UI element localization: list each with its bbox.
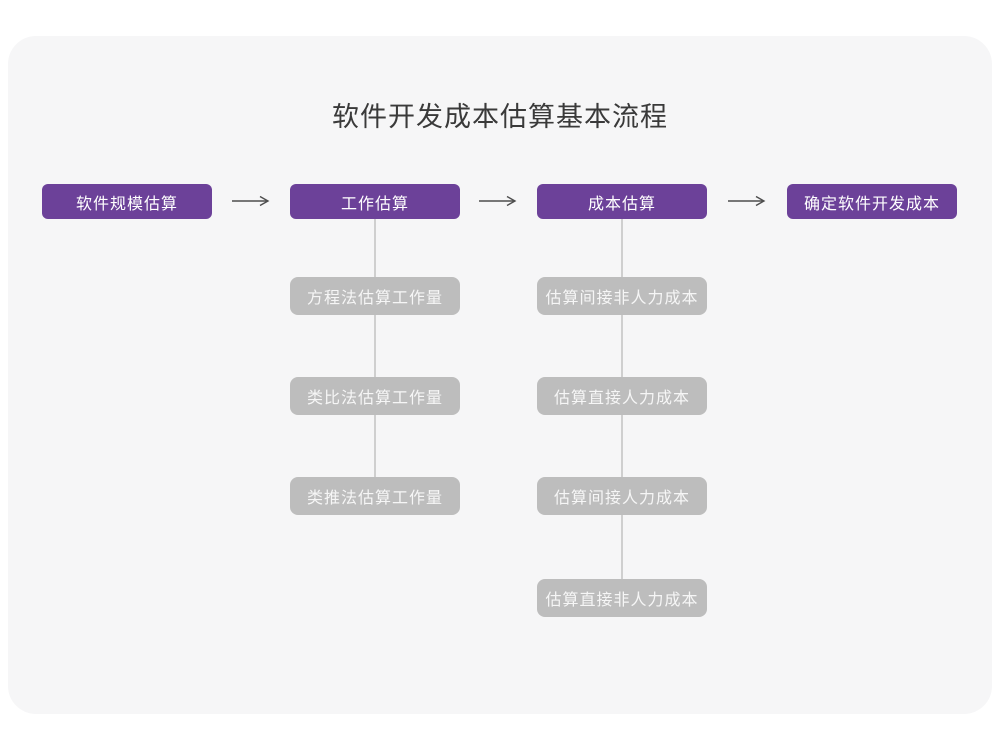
sub-node-indirect-nonlabor-cost: 估算间接非人力成本: [537, 277, 707, 315]
sub-node-analogy-method: 类比法估算工作量: [290, 377, 460, 415]
sub-node-direct-labor-cost: 估算直接人力成本: [537, 377, 707, 415]
flow-node-determine-dev-cost: 确定软件开发成本: [787, 184, 957, 219]
sub-node-direct-nonlabor-cost: 估算直接非人力成本: [537, 579, 707, 617]
diagram-title: 软件开发成本估算基本流程: [332, 102, 668, 132]
right-arrow-icon: [728, 195, 766, 207]
right-arrow-icon: [232, 195, 270, 207]
connector-line-work-column: [374, 219, 376, 496]
flow-node-cost-estimation: 成本估算: [537, 184, 707, 219]
sub-node-extrapolation-method: 类推法估算工作量: [290, 477, 460, 515]
diagram-card-background: [8, 36, 992, 714]
flow-node-software-scale-estimation: 软件规模估算: [42, 184, 212, 219]
sub-node-equation-method: 方程法估算工作量: [290, 277, 460, 315]
flow-node-work-estimation: 工作估算: [290, 184, 460, 219]
right-arrow-icon: [479, 195, 517, 207]
sub-node-indirect-labor-cost: 估算间接人力成本: [537, 477, 707, 515]
